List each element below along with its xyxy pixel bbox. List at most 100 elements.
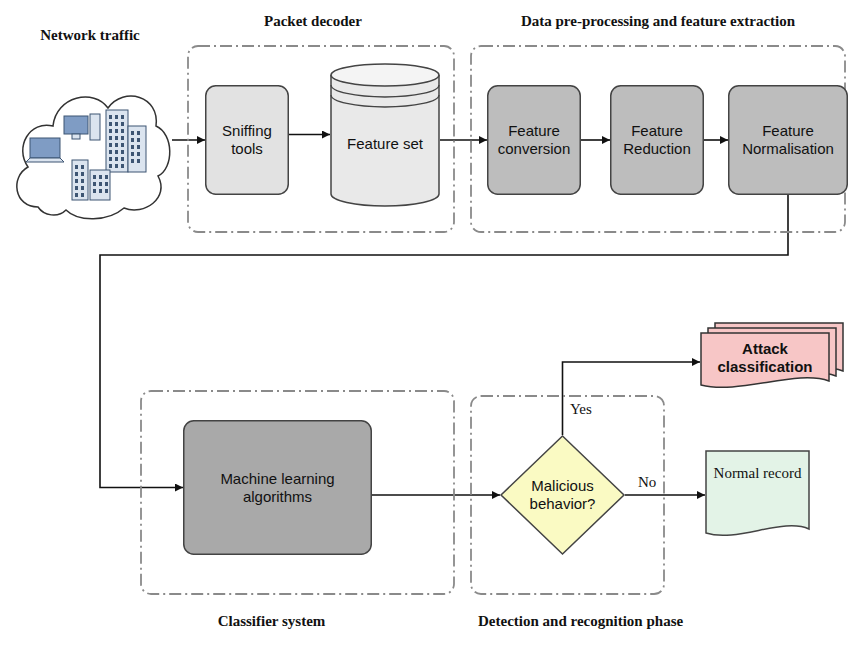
node-outline: [8, 22, 172, 217]
building-window: [75, 186, 78, 190]
building-window: [105, 189, 108, 193]
building-window: [137, 138, 140, 142]
building-window: [115, 115, 118, 119]
cloud-shape: [17, 96, 170, 219]
building-window: [131, 159, 134, 163]
building-window: [99, 175, 102, 179]
document-shape: [701, 333, 829, 387]
building-window: [109, 122, 112, 126]
building-window: [115, 136, 118, 140]
building-window: [81, 172, 84, 176]
building-window: [93, 175, 96, 179]
building-window: [137, 152, 140, 156]
process-box: Feature Normalisation: [728, 85, 848, 195]
building-icon: [90, 170, 110, 200]
building-window: [121, 164, 124, 168]
connector-arrow: [440, 139, 487, 141]
building-window: [109, 164, 112, 168]
computer-icon: [64, 116, 88, 134]
box-shape: [206, 86, 289, 195]
node-label: Normal record: [714, 464, 802, 482]
building-icon: [128, 126, 146, 172]
building-window: [137, 145, 140, 149]
decision-diamond: Malicious behavior?: [500, 435, 625, 555]
building-window: [81, 179, 84, 183]
node-label: Attack classification: [700, 340, 830, 376]
computer-icon: [72, 134, 80, 139]
building-window: [109, 150, 112, 154]
building-window: [105, 182, 108, 186]
group-frame: Classifier systemMachine learning algori…: [140, 390, 455, 595]
building-window: [121, 143, 124, 147]
process-box: Machine learning algorithms: [183, 420, 372, 555]
edge-label: Yes: [568, 400, 594, 418]
edge-label: No: [636, 473, 658, 491]
cylinder-ring: [331, 85, 439, 97]
building-window: [81, 186, 84, 190]
node-outline: [705, 450, 810, 540]
building-window: [109, 157, 112, 161]
building-icon: [106, 110, 128, 172]
building-window: [121, 129, 124, 133]
cylinder-top: [331, 64, 439, 86]
connector-arrow: [625, 494, 705, 496]
output-document: Normal record: [705, 450, 810, 540]
dash-dot-frame: [471, 396, 664, 594]
cloud-illustration: Network traffic: [8, 22, 172, 217]
connector-arrow: [704, 139, 728, 141]
building-window: [75, 179, 78, 183]
building-window: [99, 189, 102, 193]
building-window: [93, 189, 96, 193]
box-shape: [488, 86, 581, 195]
building-window: [121, 157, 124, 161]
building-window: [131, 152, 134, 156]
building-window: [81, 193, 84, 197]
building-window: [105, 175, 108, 179]
building-window: [109, 115, 112, 119]
building-window: [115, 143, 118, 147]
laptop-icon: [30, 138, 60, 158]
laptop-icon: [26, 158, 64, 162]
building-window: [137, 131, 140, 135]
box-shape: [611, 86, 704, 195]
document-shape: [706, 451, 809, 535]
building-window: [121, 122, 124, 126]
node-label: Malicious behavior?: [521, 477, 605, 513]
building-window: [115, 164, 118, 168]
dash-dot-frame: [471, 46, 845, 232]
building-window: [121, 136, 124, 140]
group-heading: Data pre-processing and feature extracti…: [470, 12, 846, 30]
process-box: Sniffing tools: [205, 85, 289, 195]
building-window: [81, 165, 84, 169]
connector-arrow: [581, 139, 610, 141]
output-document: Attack classification: [700, 322, 844, 392]
building-window: [75, 165, 78, 169]
group-heading: Detection and recognition phase: [478, 612, 673, 630]
dash-dot-frame: [188, 46, 454, 232]
building-icon: [72, 160, 88, 200]
diamond-shape: [501, 436, 624, 554]
box-shape: [729, 86, 848, 195]
cylinder-ring: [331, 95, 439, 107]
building-window: [115, 150, 118, 154]
building-window: [115, 122, 118, 126]
building-window: [121, 115, 124, 119]
building-window: [75, 193, 78, 197]
building-window: [121, 150, 124, 154]
building-window: [75, 172, 78, 176]
connector-arrow: [289, 134, 330, 136]
group-heading: Packet decoder: [179, 12, 447, 30]
building-window: [109, 129, 112, 133]
network-illustration: [17, 96, 170, 219]
group-frame: Data pre-processing and feature extracti…: [470, 45, 846, 233]
node-label: Feature set: [347, 135, 423, 153]
cylinder-body: [331, 75, 439, 206]
node-label: Feature Normalisation: [735, 122, 841, 158]
node-label: Network traffic: [8, 22, 172, 44]
building-window: [131, 145, 134, 149]
group-frame: Packet decoderSniffing toolsFeature set: [187, 45, 455, 233]
process-box: Feature Reduction: [610, 85, 704, 195]
building-window: [115, 129, 118, 133]
